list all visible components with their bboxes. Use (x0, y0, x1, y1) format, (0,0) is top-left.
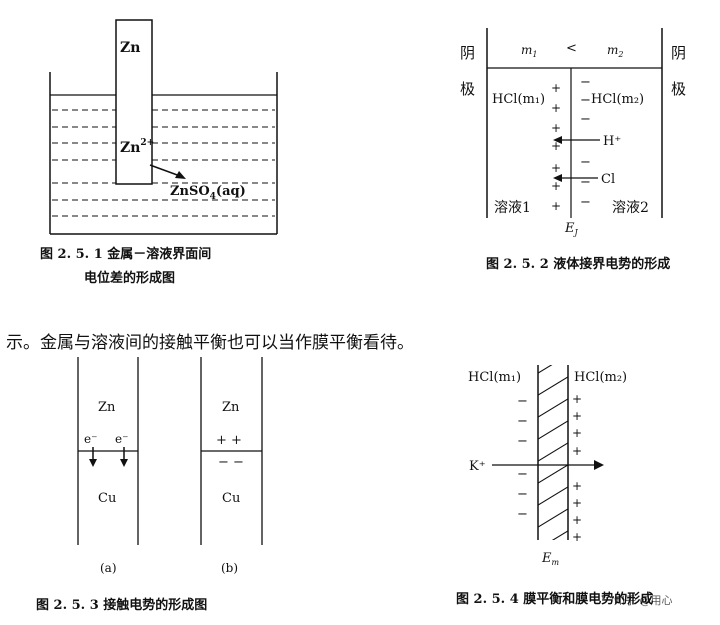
svg-text:−: − (580, 175, 591, 190)
fig1-metal-solution: Zn Zn2+ ZnSO4(aq) 图 2. 5. 1 金属－溶液界面间 电位差… (40, 19, 278, 286)
watermark-text: 知乎 @用心 (614, 593, 673, 607)
svg-text:−: − (517, 394, 528, 409)
fig3a-label: (a) (100, 561, 117, 575)
svg-text:−: − (517, 487, 528, 502)
fig3b-plus-signs: + + (216, 433, 242, 448)
cl-ion-label: Cl (601, 172, 615, 187)
membrane-hatching (538, 365, 568, 540)
fig3a-zn: Zn (98, 400, 116, 415)
em-label: Em (541, 551, 560, 567)
fig3a-electron-right: e⁻ (115, 432, 128, 446)
fig3-contact-potential: Zn Cu e⁻ e⁻ (a) Zn Cu + + − − (b) 图 2. 5… (36, 357, 263, 613)
fig3a-arrow-left-head (89, 459, 97, 467)
k-ion-arrow-head (594, 460, 604, 470)
svg-text:+: + (551, 81, 561, 95)
fig2-caption: 图 2. 5. 2 液体接界电势的形成 (486, 256, 670, 272)
hcl-m2-label: HCl(m₂) (591, 92, 644, 107)
svg-text:+: + (572, 530, 582, 544)
fig4-hcl-m1: HCl(m₁) (468, 370, 521, 385)
svg-text:+: + (572, 513, 582, 527)
right-electrode-char1: 阴 (671, 44, 686, 62)
svg-text:−: − (517, 414, 528, 429)
svg-text:+: + (551, 101, 561, 115)
fig3b-minus-signs: − − (218, 455, 244, 470)
zn-ion-label: Zn2+ (120, 138, 154, 156)
svg-text:+: + (551, 179, 561, 193)
fig3a-arrow-right-head (120, 459, 128, 467)
fig3b-cu: Cu (222, 491, 240, 506)
zinc-rod (115, 19, 153, 185)
svg-text:+: + (572, 426, 582, 440)
fig4-hcl-m2: HCl(m₂) (574, 370, 627, 385)
svg-text:−: − (580, 155, 591, 170)
svg-text:+: + (572, 409, 582, 423)
right-electrode-char2: 极 (671, 80, 686, 98)
fig3b-label: (b) (221, 561, 238, 575)
svg-text:+: + (551, 139, 561, 153)
m1-label: m1 (521, 43, 537, 59)
svg-text:+: + (551, 199, 561, 213)
fig3a-cu: Cu (98, 491, 116, 506)
h-ion-label: H⁺ (603, 134, 621, 149)
k-ion-label: K⁺ (469, 459, 486, 474)
svg-text:+: + (551, 161, 561, 175)
svg-text:−: − (517, 467, 528, 482)
svg-text:−: − (580, 93, 591, 108)
fig3b-zn: Zn (222, 400, 240, 415)
ion-arrow-head (175, 171, 186, 179)
less-than: < (566, 41, 577, 56)
solution2-label: 溶液2 (612, 200, 649, 216)
ion-arrow (149, 164, 181, 177)
m2-label: m2 (607, 43, 623, 59)
fig4-membrane-equilibrium: HCl(m₁) HCl(m₂) − − − − − − + + + + + + + + K⁺ Em… (456, 365, 673, 607)
fig4-minus-signs: − − − − − − (517, 394, 528, 522)
solution-label: ZnSO4(aq) (170, 184, 246, 202)
junction-plus-signs: + + + + + + + (551, 81, 561, 213)
left-electrode-char2: 极 (460, 80, 475, 98)
cl-ion-arrow-head (553, 174, 562, 182)
svg-text:+: + (551, 121, 561, 135)
zn-label: Zn (120, 40, 140, 56)
fig4-plus-signs: + + + + + + + + (572, 392, 582, 544)
ej-label: EJ (564, 221, 579, 237)
svg-text:+: + (572, 444, 582, 458)
fig3-caption: 图 2. 5. 3 接触电势的形成图 (36, 597, 207, 613)
svg-text:−: − (580, 195, 591, 210)
fig2-liquid-junction: 阴 极 阴 极 m1 < m2 HCl(m₁) HCl(m₂) + + + + + + … (460, 28, 686, 272)
svg-text:−: − (517, 434, 528, 449)
h-ion-arrow-head (553, 136, 562, 144)
svg-text:+: + (572, 392, 582, 406)
svg-text:−: − (580, 112, 591, 127)
solution-dashes (52, 109, 275, 217)
svg-text:+: + (572, 496, 582, 510)
svg-text:+: + (572, 479, 582, 493)
hcl-m1-label: HCl(m₁) (492, 92, 545, 107)
solution1-label: 溶液1 (494, 200, 531, 216)
svg-text:−: − (517, 507, 528, 522)
fig3a-electron-left: e⁻ (84, 432, 97, 446)
fig4-caption: 图 2. 5. 4 膜平衡和膜电势的形成 (456, 591, 653, 607)
fig1-caption-line2: 电位差的形成图 (84, 270, 175, 286)
junction-minus-signs: − − − − − − (580, 75, 591, 210)
svg-text:−: − (580, 75, 591, 90)
body-sentence: 示。金属与溶液间的接触平衡也可以当作膜平衡看待。 (6, 333, 414, 353)
left-electrode-char1: 阴 (460, 44, 475, 62)
fig1-caption-line1: 图 2. 5. 1 金属－溶液界面间 (40, 246, 211, 262)
